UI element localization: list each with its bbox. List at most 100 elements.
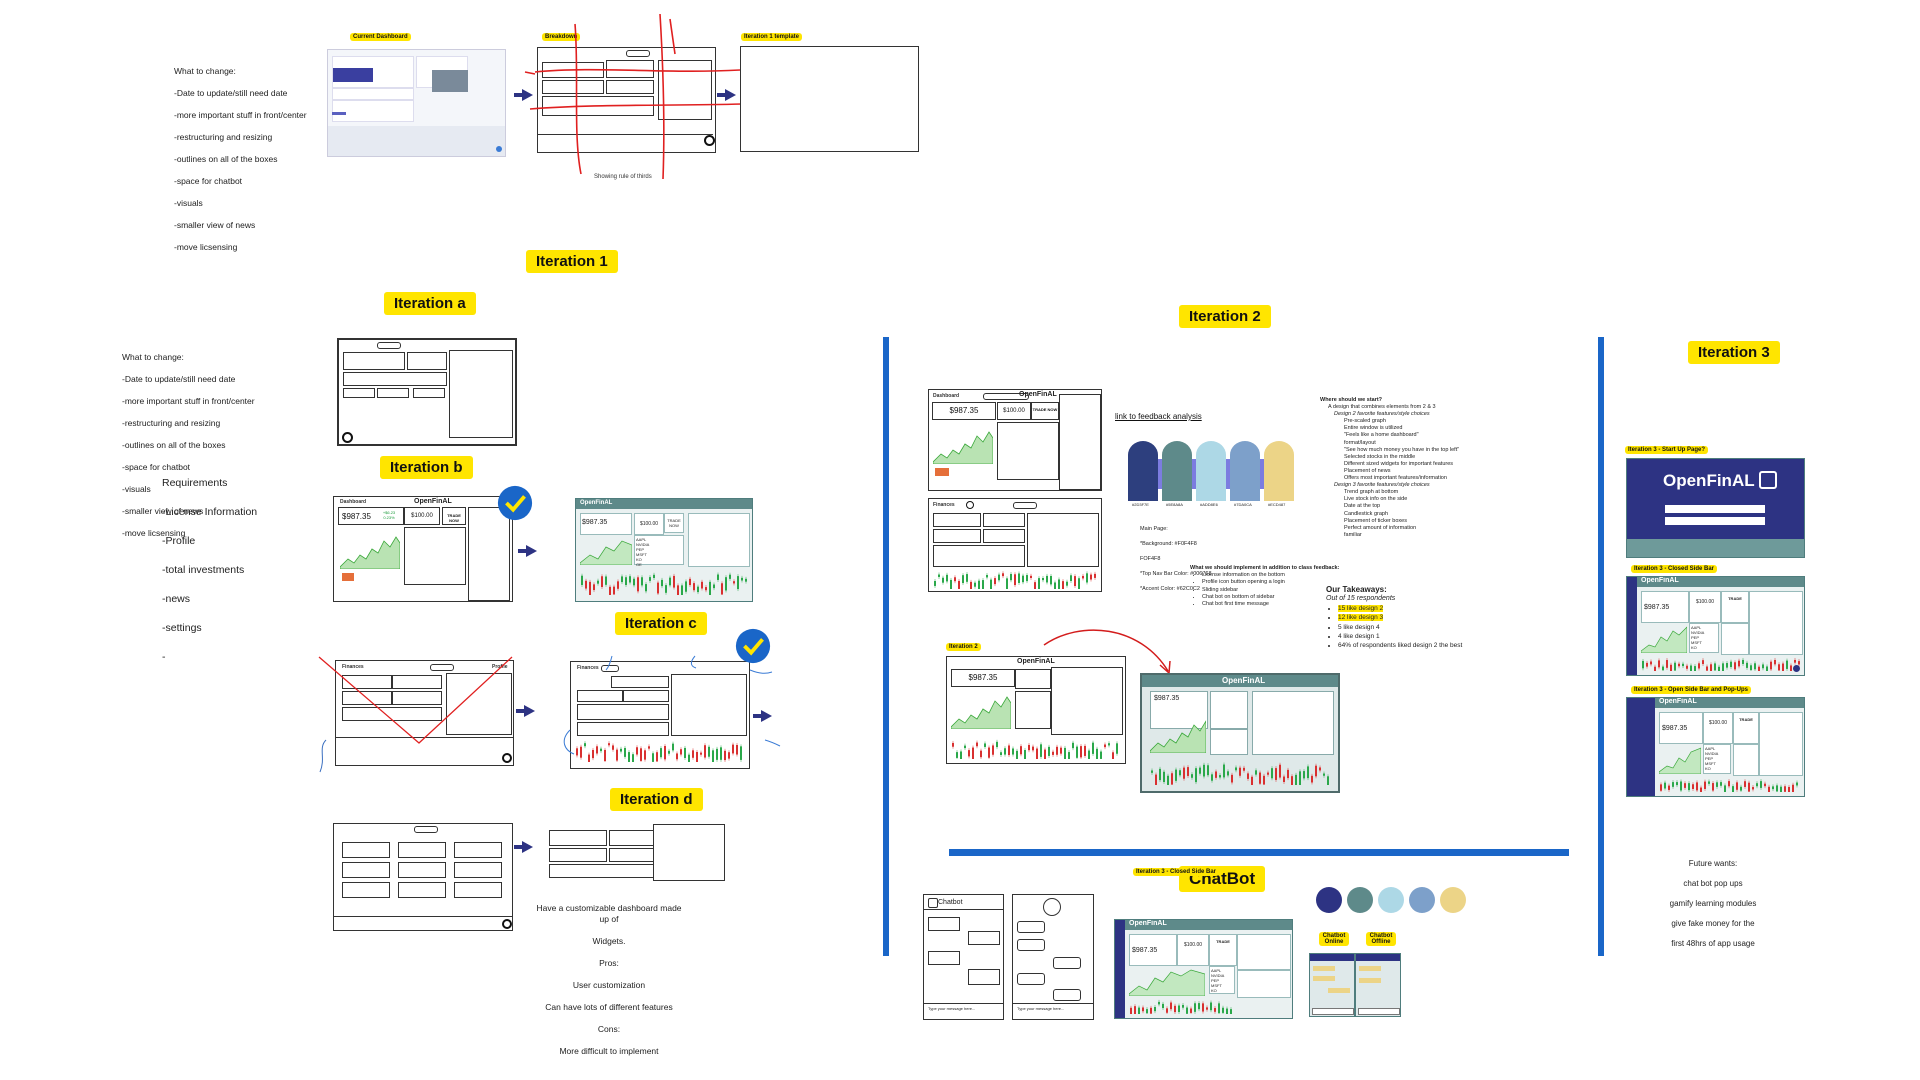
iteration-d-wireframe — [333, 823, 513, 931]
red-v-sketch — [318, 656, 513, 744]
where-item: format/layout — [1344, 439, 1376, 446]
arrow-icon — [514, 841, 533, 853]
iteration2-combined-wireframe: OpenFinAL $987.35 — [946, 656, 1126, 764]
ticker-item: MSFT — [1691, 640, 1702, 645]
checkmark-badge-icon — [735, 628, 771, 664]
username-input[interactable] — [1665, 505, 1765, 513]
trade-button[interactable]: TRADE — [1728, 596, 1742, 601]
future-want-line: gamify learning modules — [1669, 899, 1757, 908]
iter-a-change-item: -space for chatbot — [122, 462, 191, 472]
chat-input-placeholder[interactable]: Type your message here... — [1017, 1006, 1065, 1011]
top-what-to-change: What to change: -Date to update/still ne… — [174, 55, 334, 264]
main-page-note: Main Page: — [1140, 525, 1168, 532]
where-item: Design 3 favorite features/style choices — [1334, 482, 1430, 489]
chatbot-closed-sidebar-tag: Iteration 3 - Closed Side Bar — [1133, 868, 1220, 876]
top-change-item: -move licsensing — [174, 242, 238, 252]
iteration1-template-frame — [740, 46, 919, 152]
brand-label: OpenFinAL — [1019, 391, 1057, 398]
iteration-a-tag: Iteration a — [384, 292, 476, 315]
cash-value: $100.00 — [411, 513, 433, 519]
iter-a-change-item: -smaller view of news — [122, 506, 204, 516]
line-chart — [1129, 969, 1205, 996]
rule-of-thirds-sketch — [524, 14, 744, 180]
future-want-line: first 48hrs of app usage — [1671, 939, 1755, 948]
chat-input-placeholder[interactable]: Type your message here... — [928, 1006, 976, 1011]
candlestick-chart — [1642, 657, 1800, 671]
iteration-b-mockup: OpenFinAL $987.35 $100.00 TRADE NOW AAPL… — [575, 498, 753, 602]
requirement-item: -news — [162, 592, 191, 605]
top-change-item: -visuals — [174, 198, 203, 208]
iter-a-change-item: -restructuring and resizing — [122, 418, 221, 428]
future-wants: Future wants: chat bot pop ups gamify le… — [1646, 849, 1780, 959]
total-value: $987.35 — [1644, 604, 1670, 611]
iteration2-sub-tag: Iteration 2 — [946, 643, 981, 651]
top-change-item: -outlines on all of the boxes — [174, 154, 278, 164]
line-chart — [340, 536, 400, 569]
iter-a-change-item: -Date to update/still need date — [122, 374, 236, 384]
arrow-icon — [516, 705, 535, 717]
checkmark-badge-icon — [497, 485, 533, 521]
startup-brand: OpenFinAL — [1663, 471, 1755, 490]
chatbot-offline-tag: Chatbot Offline — [1366, 932, 1396, 946]
top-what-to-change-title: What to change: — [174, 66, 236, 76]
cash-value: $100.00 — [1695, 599, 1715, 605]
line-chart — [1659, 747, 1701, 774]
main-page-note: FOF4F8 — [1140, 555, 1161, 562]
breakdown-wireframe — [537, 47, 716, 153]
iter-a-change-title: What to change: — [122, 352, 184, 362]
iteration-b-wireframe: Dashboard OpenFinAL $987.35 +$6.23 0.23%… — [333, 496, 513, 602]
chat-bubble-icon[interactable] — [1793, 665, 1800, 672]
line-chart — [933, 431, 993, 464]
implement-title: What we should implement in addition to … — [1190, 565, 1340, 571]
implement-item: Chat bot first time message — [1202, 601, 1350, 608]
divider-left — [883, 337, 889, 956]
divider-horizontal — [949, 849, 1569, 856]
iteration-d-notes: Have a customizable dashboard made up of… — [534, 892, 684, 1068]
takeaway-item: 15 like design 2 — [1338, 604, 1384, 612]
candlestick-chart — [576, 741, 742, 762]
trade-button[interactable]: TRADE NOW — [447, 513, 461, 523]
iter-a-change-item: -outlines on all of the boxes — [122, 440, 226, 450]
iteration-d-note-line: Pros: — [599, 958, 619, 968]
where-item: Design 2 favorite features/style choices — [1334, 411, 1430, 418]
swatch-label: #ADD8E6 — [1200, 502, 1218, 507]
where-item: Selected stocks in the middle — [1344, 453, 1416, 460]
requirements-title: Requirements — [162, 476, 228, 489]
iteration-c-tag: Iteration c — [615, 612, 707, 635]
swatch-label: #5E8A8A — [1166, 502, 1183, 507]
requirements-list: Requirements -License Information -Profi… — [162, 461, 302, 679]
takeaways-subtitle: Out of 15 respondents — [1326, 595, 1396, 603]
iteration2-final-mockup: OpenFinAL $987.35 — [1140, 673, 1340, 793]
profile-label: Profile — [492, 664, 508, 670]
chatbot-offline-mockup — [1355, 953, 1401, 1017]
trade-button[interactable]: TRADE NOW — [1032, 407, 1058, 412]
iteration3-closed-sidebar-mockup: OpenFinAL $987.35 $100.00 TRADE AAPL NVI… — [1626, 576, 1805, 676]
iteration-c-wireframe: Finances Profile — [335, 660, 514, 766]
future-want-line: give fake money for the — [1671, 919, 1755, 928]
breakdown-tag: Breakdown — [542, 33, 581, 41]
password-input[interactable] — [1665, 517, 1765, 525]
ticker-item: KO — [1691, 645, 1697, 650]
iteration-d-note-line: Cons: — [597, 1024, 621, 1034]
requirement-item: -License Information — [162, 505, 258, 518]
iteration1-title: Iteration 1 — [526, 250, 618, 273]
line-chart — [1150, 720, 1206, 753]
where-item: familiar — [1344, 531, 1362, 538]
arrow-icon — [514, 89, 533, 101]
implement-list: What we should implement in addition to … — [1190, 565, 1350, 608]
takeaway-item: 12 like design 3 — [1338, 614, 1384, 622]
iteration-b-tag: Iteration b — [380, 456, 473, 479]
chatbot-wireframe-b: Type your message here... — [1012, 894, 1094, 1020]
dashboard-label: Dashboard — [340, 499, 367, 505]
feedback-analysis-link[interactable]: link to feedback analysis — [1115, 412, 1202, 421]
iteration-d-note-line: Can have lots of different features — [545, 1002, 673, 1012]
main-page-note: *Top Nav Bar Color: #006768 — [1140, 570, 1212, 577]
top-change-item: -more important stuff in front/center — [174, 110, 307, 120]
where-item: Date at the top — [1344, 503, 1381, 510]
main-page-note: *Background: #F0F4F8 — [1140, 540, 1197, 547]
open-sidebar-tag: Iteration 3 - Open Side Bar and Pop-Ups — [1631, 686, 1752, 694]
where-item: "Feels like a home dashboard" — [1344, 432, 1419, 439]
candlestick-chart — [934, 571, 1096, 589]
